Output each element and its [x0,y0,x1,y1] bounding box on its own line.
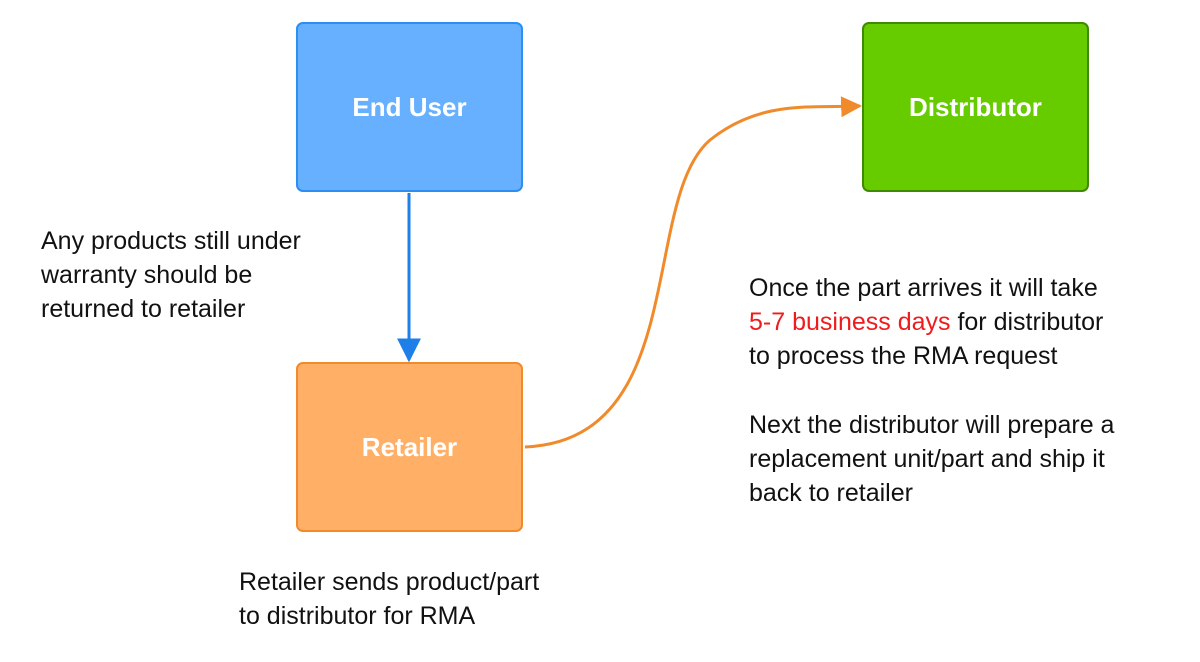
note-retailer-sends-line: to distributor for RMA [239,602,476,630]
note-processing: Once the part arrives it will take 5-7 b… [749,271,1103,373]
note-replacement-line: Next the distributor will prepare a [749,411,1115,439]
note-warranty: Any products still under warranty should… [41,224,301,326]
node-distributor: Distributor [862,22,1089,192]
node-end-user-label: End User [352,91,467,122]
note-processing-line: 5-7 business days for distributor [749,305,1103,339]
note-replacement-line: replacement unit/part and ship it [749,445,1105,473]
note-retailer-sends-line: Retailer sends product/part [239,568,540,596]
processing-time-highlight: 5-7 business days [749,308,951,336]
note-processing-line: to process the RMA request [749,342,1058,370]
note-replacement-line: back to retailer [749,479,913,507]
note-replacement: Next the distributor will prepare a repl… [749,408,1114,510]
processing-line-rest: for distributor [950,308,1104,336]
note-warranty-line: returned to retailer [41,295,246,323]
note-processing-line: Once the part arrives it will take [749,274,1098,302]
node-retailer-label: Retailer [361,431,458,462]
note-retailer-sends: Retailer sends product/part to distribut… [239,565,539,633]
node-end-user: End User [296,22,523,192]
note-warranty-line: warranty should be [41,261,253,289]
node-distributor-label: Distributor [909,91,1042,122]
note-warranty-line: Any products still under [41,227,301,255]
arrow-retailer-to-distributor [524,96,863,449]
node-retailer: Retailer [296,362,523,532]
